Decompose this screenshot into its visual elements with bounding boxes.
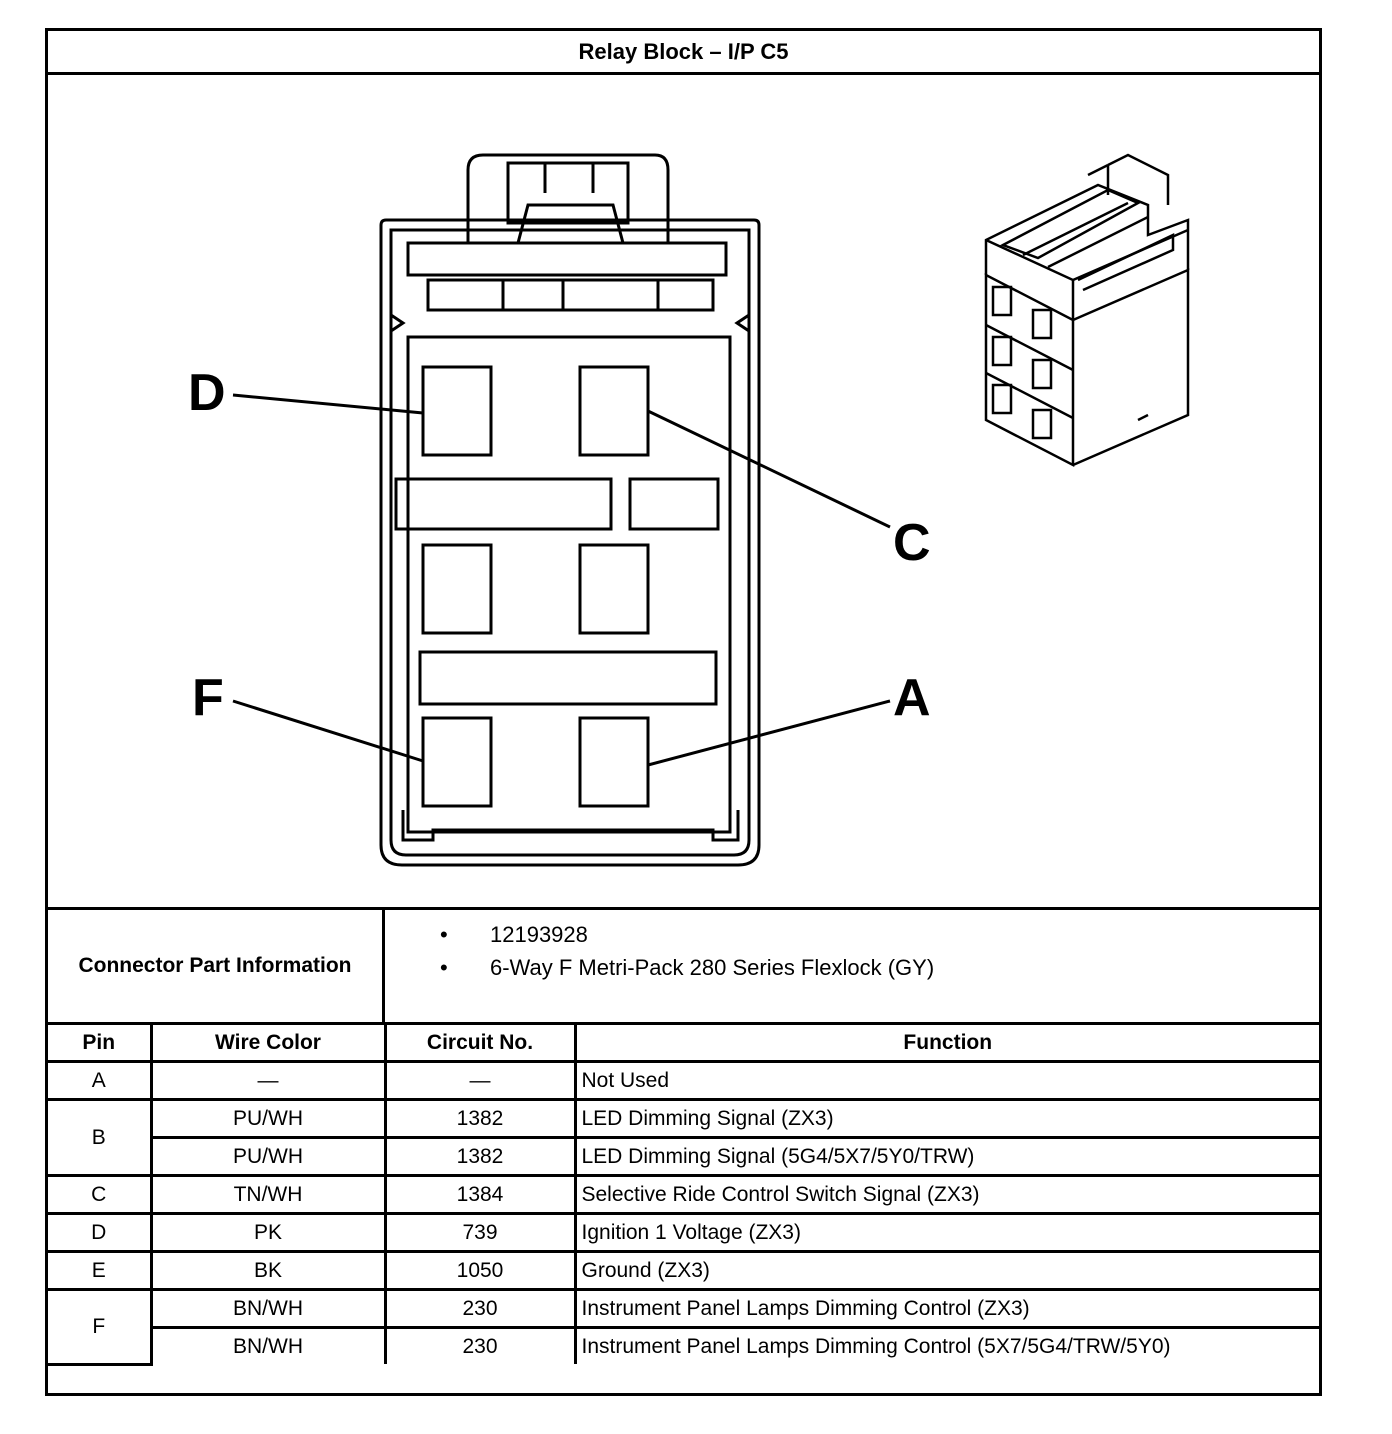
circuit-cell: — — [383, 1060, 577, 1101]
connector-part-info: Connector Part Information • 12193928 • … — [48, 907, 1319, 1025]
connector-diagram: D C F A — [48, 75, 1319, 910]
table-row: BN/WH 230 Instrument Panel Lamps Dimming… — [48, 1326, 1319, 1364]
pin-cell: D — [48, 1212, 153, 1253]
top-slot-row — [426, 278, 715, 312]
bullet-icon: • — [440, 922, 448, 947]
wire-color-cell: PK — [149, 1212, 387, 1253]
lock-bar-right — [628, 477, 720, 531]
pin-cell: C — [48, 1174, 153, 1215]
connector-info-list: • 12193928 • 6-Way F Metri-Pack 280 Seri… — [385, 918, 934, 984]
table-row: E BK 1050 Ground (ZX3) — [48, 1250, 1319, 1291]
page-title: Relay Block – I/P C5 — [48, 31, 1319, 75]
function-cell: Ground (ZX3) — [573, 1250, 1319, 1291]
leader-c — [647, 409, 891, 529]
cavity-e — [421, 543, 493, 635]
pin-cell: B — [48, 1098, 153, 1177]
callout-c: C — [893, 514, 931, 572]
callout-d: D — [188, 364, 226, 422]
circuit-cell: 1384 — [383, 1174, 577, 1215]
wire-color-cell: TN/WH — [149, 1174, 387, 1215]
wire-color-cell: BK — [149, 1250, 387, 1291]
part-number: 12193928 — [490, 922, 588, 947]
pin-cell: E — [48, 1250, 153, 1291]
pin-cell: F — [48, 1288, 153, 1366]
info-item-description: • 6-Way F Metri-Pack 280 Series Flexlock… — [385, 951, 934, 984]
leader-d — [232, 393, 424, 415]
wire-color-cell: PU/WH — [151, 1136, 387, 1177]
callout-f: F — [192, 669, 224, 727]
cavity-f — [421, 716, 493, 808]
table-row: F BN/WH 230 Instrument Panel Lamps Dimmi… — [48, 1288, 1319, 1366]
table-row: C TN/WH 1384 Selective Ride Control Swit… — [48, 1174, 1319, 1215]
cavity-frame — [406, 335, 732, 834]
table-row: D PK 739 Ignition 1 Voltage (ZX3) — [48, 1212, 1319, 1253]
table-row: A — — Not Used — [48, 1060, 1319, 1101]
bullet-icon: • — [440, 955, 448, 980]
pin-cell: A — [48, 1060, 153, 1101]
function-cell: LED Dimming Signal (ZX3) — [573, 1098, 1319, 1139]
wire-color-cell: BN/WH — [149, 1288, 387, 1329]
circuit-cell: 1382 — [383, 1136, 577, 1177]
cavity-d — [421, 365, 493, 457]
circuit-cell: 230 — [383, 1326, 577, 1364]
connector-isometric-view — [984, 153, 1190, 468]
cavity-b — [578, 543, 650, 635]
header-circuit-no: Circuit No. — [383, 1025, 577, 1063]
function-cell: LED Dimming Signal (5G4/5X7/5Y0/TRW) — [573, 1136, 1319, 1177]
wire-color-cell: — — [149, 1060, 387, 1101]
function-cell: Selective Ride Control Switch Signal (ZX… — [573, 1174, 1319, 1215]
lock-bar-bottom — [418, 650, 718, 706]
header-function: Function — [573, 1025, 1319, 1063]
table-row: B PU/WH 1382 LED Dimming Signal (ZX3) — [48, 1098, 1319, 1177]
circuit-cell: 1382 — [383, 1098, 577, 1139]
function-cell: Instrument Panel Lamps Dimming Control (… — [573, 1326, 1319, 1364]
top-bar — [406, 241, 728, 277]
function-cell: Not Used — [573, 1060, 1319, 1101]
table-header-row: Pin Wire Color Circuit No. Function — [48, 1025, 1319, 1063]
function-cell: Instrument Panel Lamps Dimming Control (… — [573, 1288, 1319, 1329]
wire-color-cell: PU/WH — [149, 1098, 387, 1139]
housing-inner-outline — [389, 228, 751, 857]
pin-table: Pin Wire Color Circuit No. Function A — … — [48, 1025, 1319, 1366]
cavity-a — [578, 716, 650, 808]
table-row: PU/WH 1382 LED Dimming Signal (5G4/5X7/5… — [48, 1136, 1319, 1177]
wire-color-cell: BN/WH — [151, 1326, 387, 1364]
circuit-cell: 230 — [383, 1288, 577, 1329]
connector-sheet: Relay Block – I/P C5 — [45, 28, 1322, 1396]
lock-bar-left — [394, 477, 613, 531]
latch-outline — [466, 153, 670, 243]
housing-outline — [379, 218, 761, 867]
info-item-part-number: • 12193928 — [385, 918, 934, 951]
header-wire-color: Wire Color — [149, 1025, 387, 1063]
part-description: 6-Way F Metri-Pack 280 Series Flexlock (… — [490, 955, 935, 980]
cavity-c — [578, 365, 650, 457]
circuit-cell: 1050 — [383, 1250, 577, 1291]
function-cell: Ignition 1 Voltage (ZX3) — [573, 1212, 1319, 1253]
callout-a: A — [893, 669, 931, 727]
connector-info-label: Connector Part Information — [48, 910, 385, 1022]
header-pin: Pin — [48, 1025, 153, 1063]
leader-a — [647, 699, 891, 767]
circuit-cell: 739 — [383, 1212, 577, 1253]
connector-face-drawing: D C F A — [188, 153, 1190, 867]
latch-inner — [506, 161, 630, 225]
leader-f — [232, 699, 424, 763]
